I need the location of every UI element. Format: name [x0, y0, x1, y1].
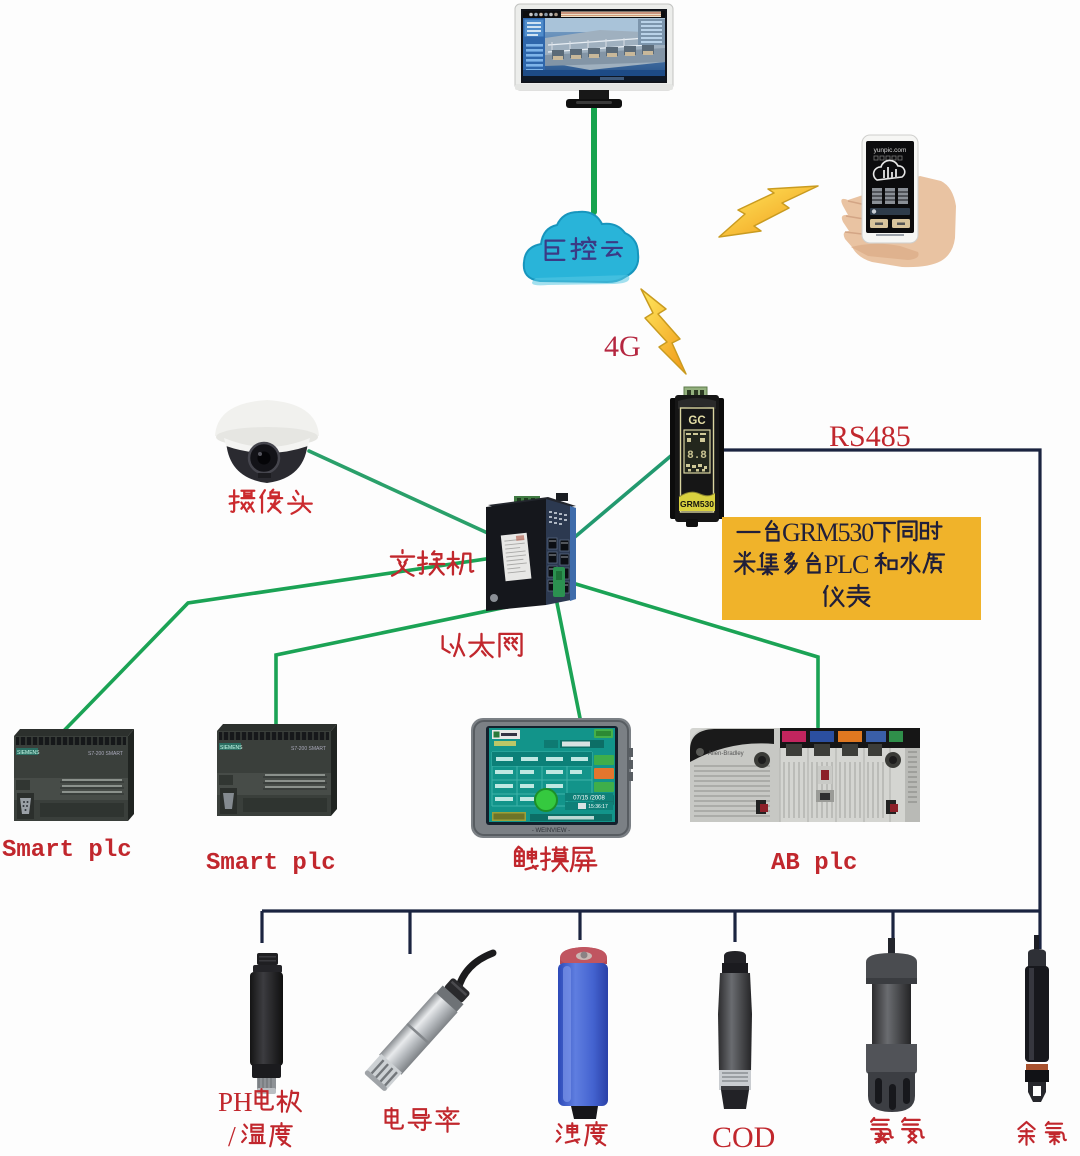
svg-text:- WEINVIEW -: - WEINVIEW -: [532, 828, 570, 834]
svg-text:GRM530: GRM530: [680, 499, 714, 509]
svg-text:GC: GC: [688, 415, 705, 427]
svg-text:S7-200 SMART: S7-200 SMART: [88, 751, 123, 757]
svg-text:8.8: 8.8: [687, 450, 707, 462]
svg-text:/: /: [228, 1122, 236, 1153]
svg-text:07/15 /2008: 07/15 /2008: [573, 796, 605, 802]
svg-text:15:36:17: 15:36:17: [588, 804, 608, 810]
svg-text:4G: 4G: [604, 330, 641, 363]
svg-text:Allen-Bradley: Allen-Bradley: [708, 751, 744, 757]
svg-text:Smart plc: Smart plc: [206, 850, 336, 877]
svg-text:SIEMENS: SIEMENS: [17, 750, 40, 756]
svg-text:S7-200 SMART: S7-200 SMART: [291, 746, 326, 752]
svg-text:PLC: PLC: [824, 550, 868, 579]
svg-text:PH: PH: [218, 1087, 253, 1117]
svg-text:RS485: RS485: [829, 420, 911, 453]
svg-text:COD: COD: [712, 1121, 775, 1154]
svg-text:AB plc: AB plc: [771, 850, 857, 877]
svg-text:yunpic.com: yunpic.com: [874, 147, 907, 154]
svg-text:SIEMENS: SIEMENS: [220, 745, 243, 751]
svg-text:Smart plc: Smart plc: [2, 837, 132, 864]
svg-text:GRM530: GRM530: [782, 518, 874, 547]
